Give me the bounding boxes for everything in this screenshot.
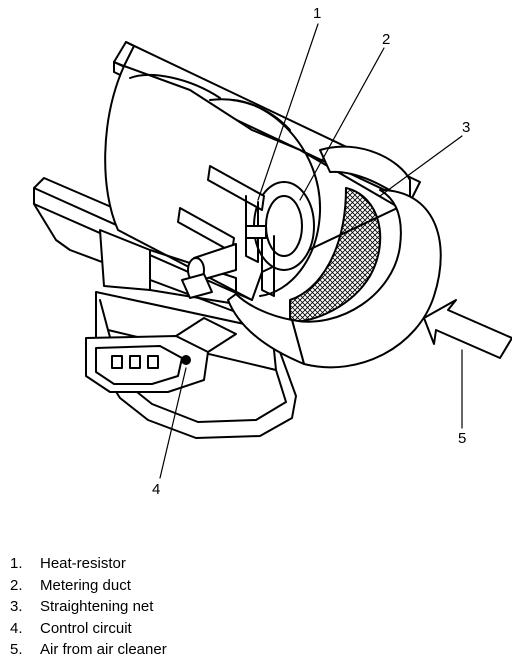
callout-2: 2 <box>382 31 390 48</box>
callout-1: 1 <box>313 5 321 22</box>
legend-label: Metering duct <box>40 576 131 594</box>
callout-4: 4 <box>152 481 160 498</box>
legend-item: 3. Straightening net <box>10 596 167 618</box>
legend-label: Air from air cleaner <box>40 641 167 658</box>
connector <box>85 317 237 393</box>
legend-number: 5. <box>10 641 23 658</box>
legend-label: Control circuit <box>40 619 132 637</box>
legend-number: 1. <box>10 555 23 572</box>
meter-body <box>99 65 411 305</box>
leader-lines <box>159 23 463 479</box>
legend-item: 5. Air from air cleaner <box>10 639 167 661</box>
heat-resistor <box>177 165 275 299</box>
legend-number: 4. <box>10 619 23 637</box>
airflow-meter-diagram: 1 2 3 4 5 <box>33 5 512 498</box>
callout-5: 5 <box>458 430 466 447</box>
parts-legend: 1. Heat-resistor 2. Metering duct 3. Straig… <box>10 553 167 661</box>
air-inflow-arrow <box>423 299 512 359</box>
legend-label: Straightening net <box>40 598 154 615</box>
legend-item: 4. Control circuit <box>10 618 167 640</box>
callout-3: 3 <box>462 119 470 136</box>
straightening-net <box>227 145 442 369</box>
legend-number: 3. <box>10 598 23 615</box>
callout-labels: 1 2 3 4 5 <box>152 5 470 498</box>
legend-item: 2. Metering duct <box>10 575 167 597</box>
legend-item: 1. Heat-resistor <box>10 553 167 575</box>
legend-number: 2. <box>10 576 23 594</box>
legend-label: Heat-resistor <box>40 555 126 572</box>
